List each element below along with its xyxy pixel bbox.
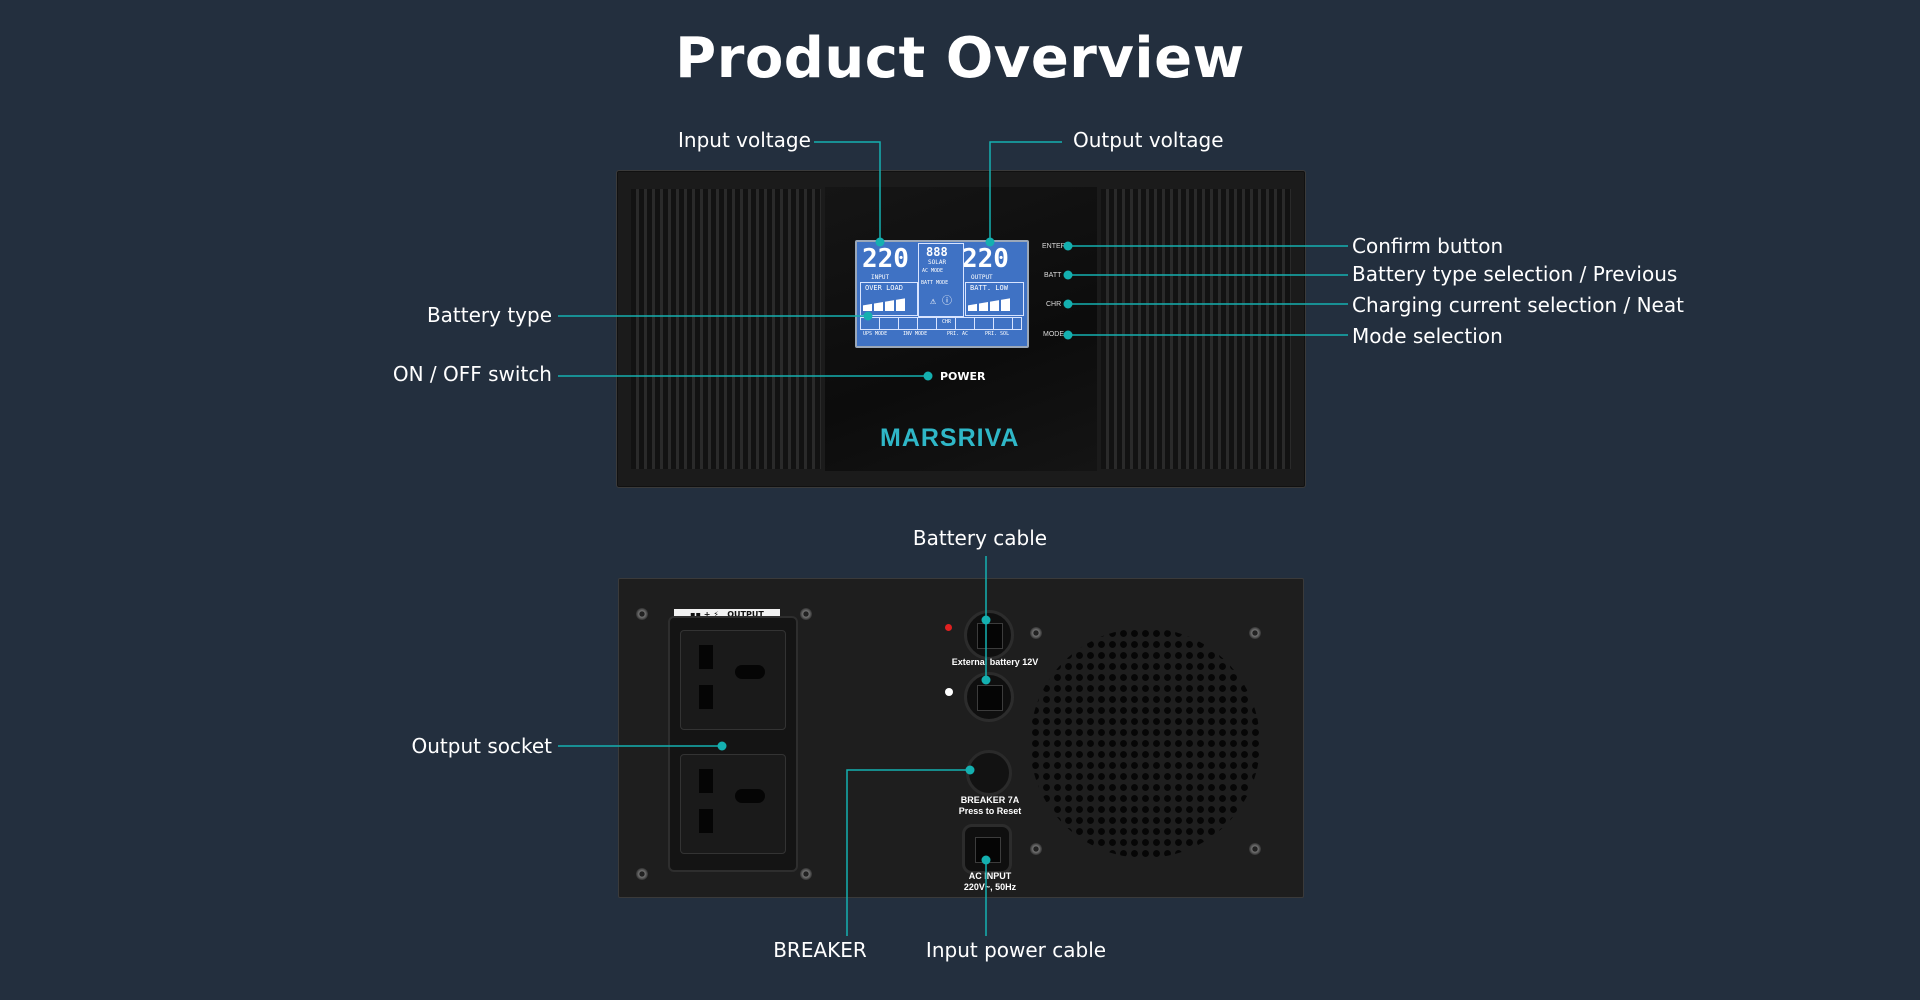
left-vent-grille [631,189,821,469]
lcd-output-reading: 220 [962,244,1009,274]
label-battery-type: Battery type [426,303,552,327]
label-mode-selection: Mode selection [1352,324,1503,348]
chr-button[interactable]: CHR [1046,301,1062,308]
breaker-button[interactable] [966,750,1012,796]
label-battery-type-selection: Battery type selection / Previous [1352,262,1678,286]
right-vent-grille [1101,189,1291,469]
positive-terminal-icon [945,624,952,631]
socket-hole-icon [699,809,713,833]
negative-terminal-icon [945,688,953,696]
lcd-center-label: SOLAR [928,259,947,266]
label-confirm-button: Confirm button [1352,234,1504,258]
lcd-center-reading: 888 [926,245,948,259]
lcd-battery-frame [965,282,1024,316]
socket-hole-icon [699,769,713,793]
screw-icon [636,868,648,880]
output-socket[interactable] [680,630,786,730]
power-switch-label[interactable]: POWER [940,370,986,383]
mode-button[interactable]: MODE [1043,331,1064,338]
socket-hole-icon [699,645,713,669]
label-breaker: BREAKER [773,938,867,962]
lcd-output-label: OUTPUT [971,274,993,281]
lcd-center-frame [918,243,964,317]
enter-button[interactable]: ENTER [1042,243,1066,250]
label-battery-cable: Battery cable [912,526,1048,550]
batt-button[interactable]: BATT [1044,272,1062,279]
lcd-chr: CHR [942,319,952,325]
lcd-ups-mode: UPS MODE [863,331,888,337]
lcd-inv-mode: INV MODE [903,331,928,337]
lcd-load-frame [860,282,918,316]
battery-negative-terminal[interactable] [964,672,1014,722]
label-input-power-cable: Input power cable [925,938,1107,962]
screw-icon [800,608,812,620]
lcd-battery-type-row [860,317,1022,330]
lcd-display: 220 INPUT 888 SOLAR 220 OUTPUT AC MODE B… [855,240,1029,348]
lcd-batt-mode: BATT MODE [921,280,949,286]
label-on-off-switch: ON / OFF switch [392,362,552,386]
ac-input-label-line2: 220V~, 50Hz [963,882,1017,892]
page-title: Product Overview [675,26,1245,91]
socket-hole-icon [735,789,765,803]
output-tag: ▪▪ + ⚡ OUTPUT [674,609,780,620]
screw-icon [1030,843,1042,855]
output-socket-panel [668,616,798,872]
lcd-pri-ac: PRI. AC [947,331,969,337]
ac-input-label-line1: AC INPUT [968,871,1012,881]
screw-icon [636,608,648,620]
label-output-socket: Output socket [411,734,553,758]
cooling-fan-grille [1030,628,1260,858]
lcd-ac-mode: AC MODE [922,268,944,274]
warning-icon: ⚠ ⓘ [930,296,953,307]
brand-logo: MARSRIVA [880,424,1020,452]
label-output-voltage: Output voltage [1073,128,1224,152]
screw-icon [1249,627,1261,639]
breaker-label-line1: BREAKER 7A [960,795,1020,805]
lcd-input-reading: 220 [862,244,909,274]
socket-hole-icon [699,685,713,709]
battery-positive-terminal[interactable] [964,610,1014,660]
socket-hole-icon [735,665,765,679]
lcd-overload: OVER LOAD [865,284,903,292]
output-tag-label: OUTPUT [727,610,764,619]
screw-icon [800,868,812,880]
output-socket[interactable] [680,754,786,854]
breaker-label-line2: Press to Reset [958,806,1022,816]
label-charging-current-selection: Charging current selection / Neat [1352,293,1684,317]
lcd-pri-sol: PRI. SOL [985,331,1010,337]
screw-icon [1030,627,1042,639]
external-battery-label: External battery 12V [951,657,1039,667]
lcd-input-label: INPUT [871,274,890,281]
screw-icon [1249,843,1261,855]
label-input-voltage: Input voltage [678,128,811,152]
ac-input-port[interactable] [962,824,1012,874]
lcd-batt-low: BATT. LOW [970,284,1008,292]
